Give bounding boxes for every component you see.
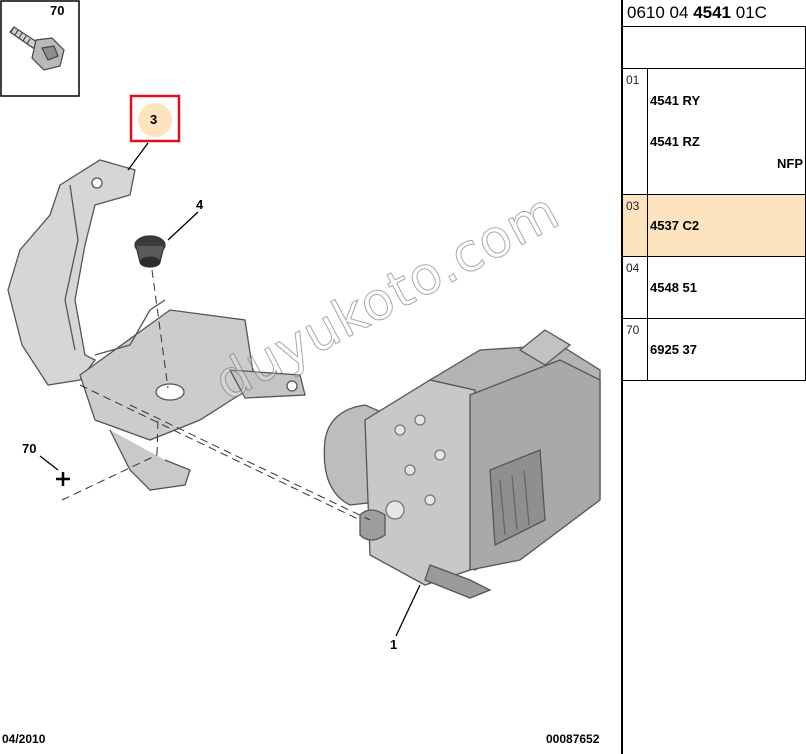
parts-row-03[interactable]: 03 4537 C2	[623, 195, 806, 257]
callout-70-left[interactable]: 70	[22, 441, 37, 456]
row-number: 01	[623, 69, 648, 194]
header-suffix: 01C	[731, 3, 767, 22]
row-number: 70	[623, 319, 648, 380]
row-refs: 4541 RY 4541 RZ NFP	[648, 69, 805, 194]
callout-3-badge	[138, 103, 172, 137]
panel-subheader	[623, 27, 806, 69]
row-number: 03	[623, 195, 648, 256]
callout-4[interactable]: 4	[196, 197, 204, 212]
callout-70-top[interactable]: 70	[50, 3, 65, 18]
callout-1[interactable]: 1	[390, 637, 398, 652]
exploded-parts-diagram: 70 3 4 70 1 duyukoto.com 04/2010 0008765…	[0, 0, 601, 746]
header-bold: 4541	[693, 3, 732, 22]
part-ref[interactable]: 4541 RY	[650, 93, 701, 108]
bolt-icon	[9, 26, 65, 71]
nfp-note: NFP	[777, 156, 803, 171]
row-number: 04	[623, 257, 648, 318]
diagram-drawing	[0, 0, 601, 637]
diagram-date: 04/2010	[2, 732, 46, 746]
part-ref[interactable]: 4537 C2	[650, 218, 700, 233]
parts-row-04[interactable]: 04 4548 51	[623, 257, 806, 319]
part-ref[interactable]: 4541 RZ	[650, 134, 700, 149]
callout-3-highlight-box	[129, 94, 181, 143]
header-prefix: 0610 04	[627, 3, 694, 22]
callout-leader-lines	[39, 142, 421, 637]
parts-reference-panel: 0610 04 4541 01C 01 4541 RY 4541 RZ NFP …	[621, 0, 806, 754]
diagram-code: 00087652	[546, 732, 600, 746]
fastener-position-marker	[56, 472, 70, 486]
abs-modulator-part	[323, 329, 601, 599]
parts-row-70[interactable]: 70 6925 37	[623, 319, 806, 381]
part-ref[interactable]: 6925 37	[650, 342, 697, 357]
grommet-part	[134, 235, 166, 268]
row-refs: 4537 C2	[648, 195, 805, 256]
bracket-part	[7, 159, 306, 491]
parts-row-01[interactable]: 01 4541 RY 4541 RZ NFP	[623, 69, 806, 195]
row-refs: 6925 37	[648, 319, 805, 380]
panel-header: 0610 04 4541 01C	[623, 0, 806, 27]
row-refs: 4548 51	[648, 257, 805, 318]
assembly-guide-lines	[61, 269, 371, 521]
callout-3[interactable]: 3	[150, 112, 158, 127]
part-ref[interactable]: 4548 51	[650, 280, 697, 295]
